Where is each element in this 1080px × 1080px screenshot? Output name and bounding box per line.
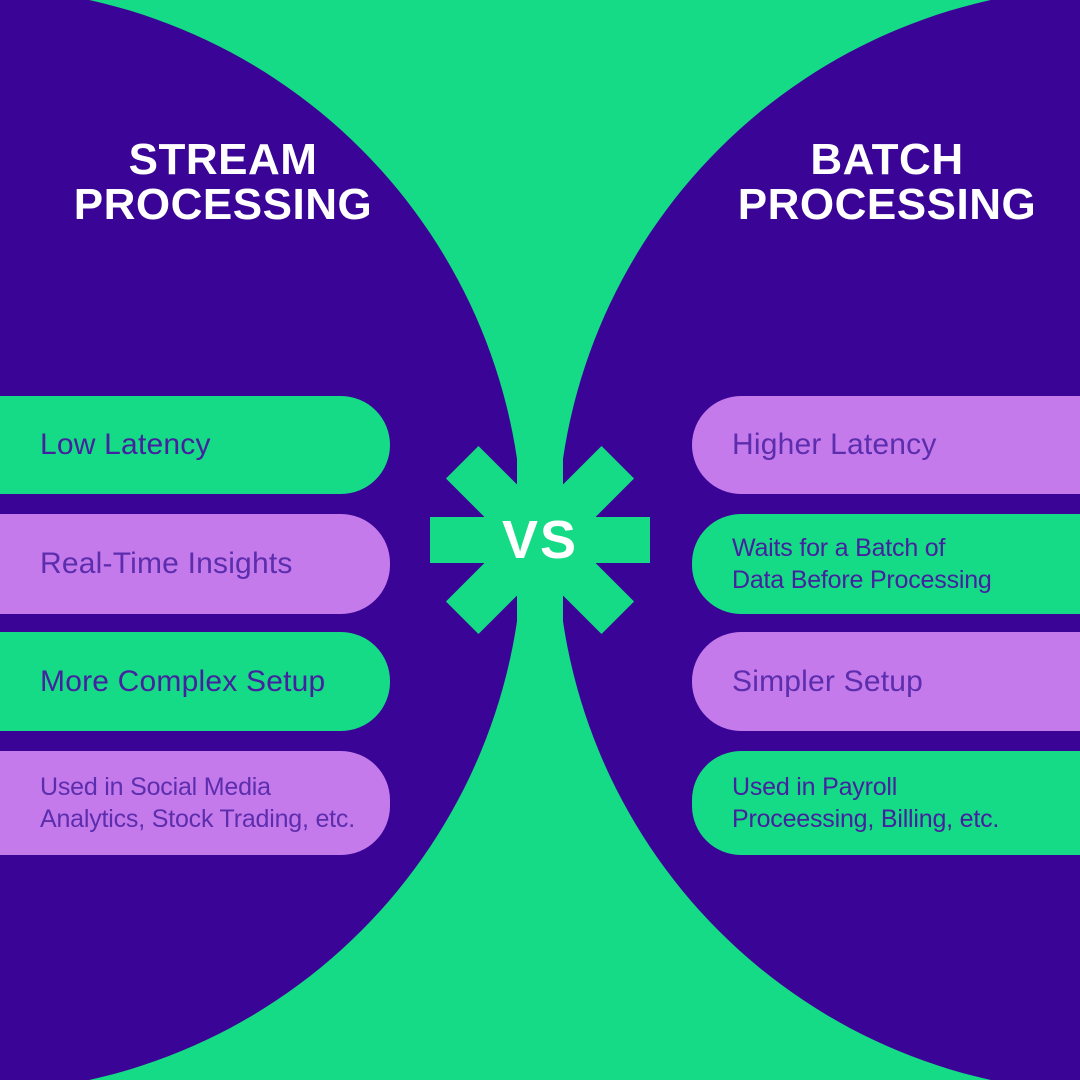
- pill-real-time-insights-label: Real-Time Insights: [40, 547, 293, 580]
- pill-low-latency-label: Low Latency: [40, 428, 211, 461]
- pill-simpler-setup: Simpler Setup: [692, 632, 1080, 731]
- pill-low-latency: Low Latency: [0, 396, 390, 494]
- pill-more-complex-setup: More Complex Setup: [0, 632, 390, 731]
- batch-processing-title: BATCH PROCESSING: [737, 135, 1037, 229]
- asterisk-icon: [430, 428, 650, 652]
- pill-simpler-setup-label: Simpler Setup: [732, 664, 924, 698]
- pill-waits-for-batch-label: Waits for a Batch of Data Before Process…: [732, 533, 992, 595]
- pill-more-complex-setup-label: More Complex Setup: [40, 664, 326, 698]
- vs-label: VS: [501, 510, 579, 570]
- pill-real-time-insights: Real-Time Insights: [0, 514, 390, 614]
- stream-processing-title: STREAM PROCESSING: [73, 135, 373, 229]
- pill-batch-use-cases: Used in Payroll Proceessing, Billing, et…: [692, 751, 1080, 855]
- pill-batch-use-cases-label: Used in Payroll Proceessing, Billing, et…: [732, 772, 1000, 834]
- pill-stream-use-cases: Used in Social Media Analytics, Stock Tr…: [0, 751, 390, 855]
- pill-higher-latency-label: Higher Latency: [732, 428, 937, 461]
- pill-waits-for-batch: Waits for a Batch of Data Before Process…: [692, 514, 1080, 614]
- pill-stream-use-cases-label: Used in Social Media Analytics, Stock Tr…: [40, 772, 355, 834]
- pill-higher-latency: Higher Latency: [692, 396, 1080, 494]
